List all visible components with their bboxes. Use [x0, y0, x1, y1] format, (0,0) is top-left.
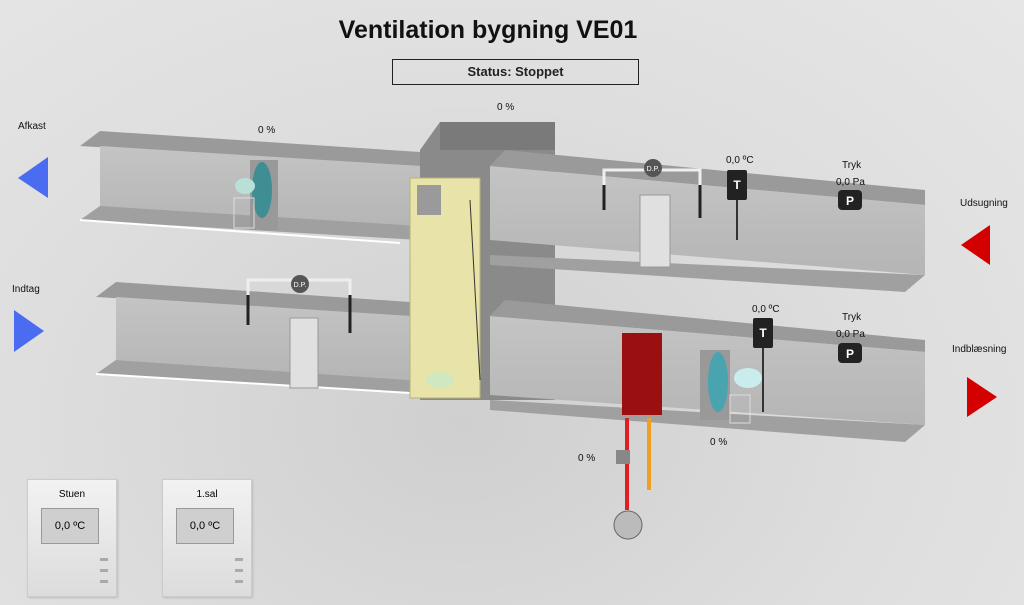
- supply-pressure-value[interactable]: 0,0 Pa: [836, 329, 865, 340]
- wheel-percent[interactable]: 0 %: [497, 102, 515, 113]
- exhaust-pressure-label: Tryk: [842, 160, 862, 171]
- thermostat-button[interactable]: [235, 580, 243, 583]
- supply-pressure-sensor-icon: P: [838, 343, 862, 363]
- udsugning-label: Udsugning: [960, 198, 1008, 209]
- valve-actuator-icon: [616, 450, 630, 464]
- intake-duct: [95, 282, 411, 394]
- indtag-arrow-icon: [14, 310, 44, 352]
- thermostat-button[interactable]: [100, 569, 108, 572]
- thermostat-display: 0,0 ºC: [41, 508, 99, 544]
- supply-fan-percent[interactable]: 0 %: [710, 437, 728, 448]
- pump-icon: [613, 510, 643, 540]
- indblaesning-label: Indblæsning: [952, 344, 1007, 355]
- thermostat-button[interactable]: [100, 580, 108, 583]
- exhaust-fan-percent[interactable]: 0 %: [258, 125, 276, 136]
- indblaesning-arrow-icon: [967, 377, 997, 417]
- thermostat-button[interactable]: [235, 558, 243, 561]
- exhaust-temp-sensor-icon: T: [727, 170, 747, 240]
- heating-coil-icon: [622, 333, 662, 415]
- afkast-arrow-icon: [18, 157, 48, 198]
- thermostat-name: Stuen: [58, 489, 86, 500]
- supply-temp-sensor-icon: T: [753, 318, 773, 412]
- intake-filter-icon: [289, 317, 319, 389]
- intake-dp-sensor-icon: D.P.: [246, 275, 352, 333]
- thermostat-name: 1.sal: [196, 489, 218, 500]
- exhaust-dp-sensor-icon: D.P.: [602, 159, 702, 218]
- thermostat-button[interactable]: [100, 558, 108, 561]
- exhaust-temp-value[interactable]: 0,0 ºC: [726, 155, 754, 166]
- svg-text:D.P.: D.P.: [294, 282, 307, 289]
- indtag-label: Indtag: [12, 284, 40, 295]
- udsugning-arrow-icon: [961, 225, 990, 265]
- page-title: Ventilation bygning VE01: [338, 16, 638, 44]
- thermostat-1-sal[interactable]: 1.sal 0,0 ºC: [162, 479, 252, 597]
- supply-temp-value[interactable]: 0,0 ºC: [752, 304, 780, 315]
- thermostat-stuen[interactable]: Stuen 0,0 ºC: [27, 479, 117, 597]
- filter-icon: [639, 194, 671, 268]
- exhaust-fan-icon: [233, 160, 278, 230]
- heating-valve-percent[interactable]: 0 %: [578, 453, 596, 464]
- svg-text:T: T: [733, 178, 741, 192]
- supply-fan-icon: [700, 350, 762, 424]
- svg-text:P: P: [846, 347, 854, 361]
- exhaust-pressure-sensor-icon: P: [838, 190, 862, 210]
- svg-text:T: T: [759, 326, 767, 340]
- exhaust-pressure-value[interactable]: 0,0 Pa: [836, 177, 865, 188]
- supply-pressure-label: Tryk: [842, 312, 862, 323]
- status-box: Status: Stoppet: [392, 59, 639, 85]
- extract-duct: [490, 150, 925, 292]
- thermostat-button[interactable]: [235, 569, 243, 572]
- thermostat-display: 0,0 ºC: [176, 508, 234, 544]
- svg-text:D.P.: D.P.: [647, 166, 660, 173]
- afkast-label: Afkast: [18, 121, 46, 132]
- svg-text:P: P: [846, 194, 854, 208]
